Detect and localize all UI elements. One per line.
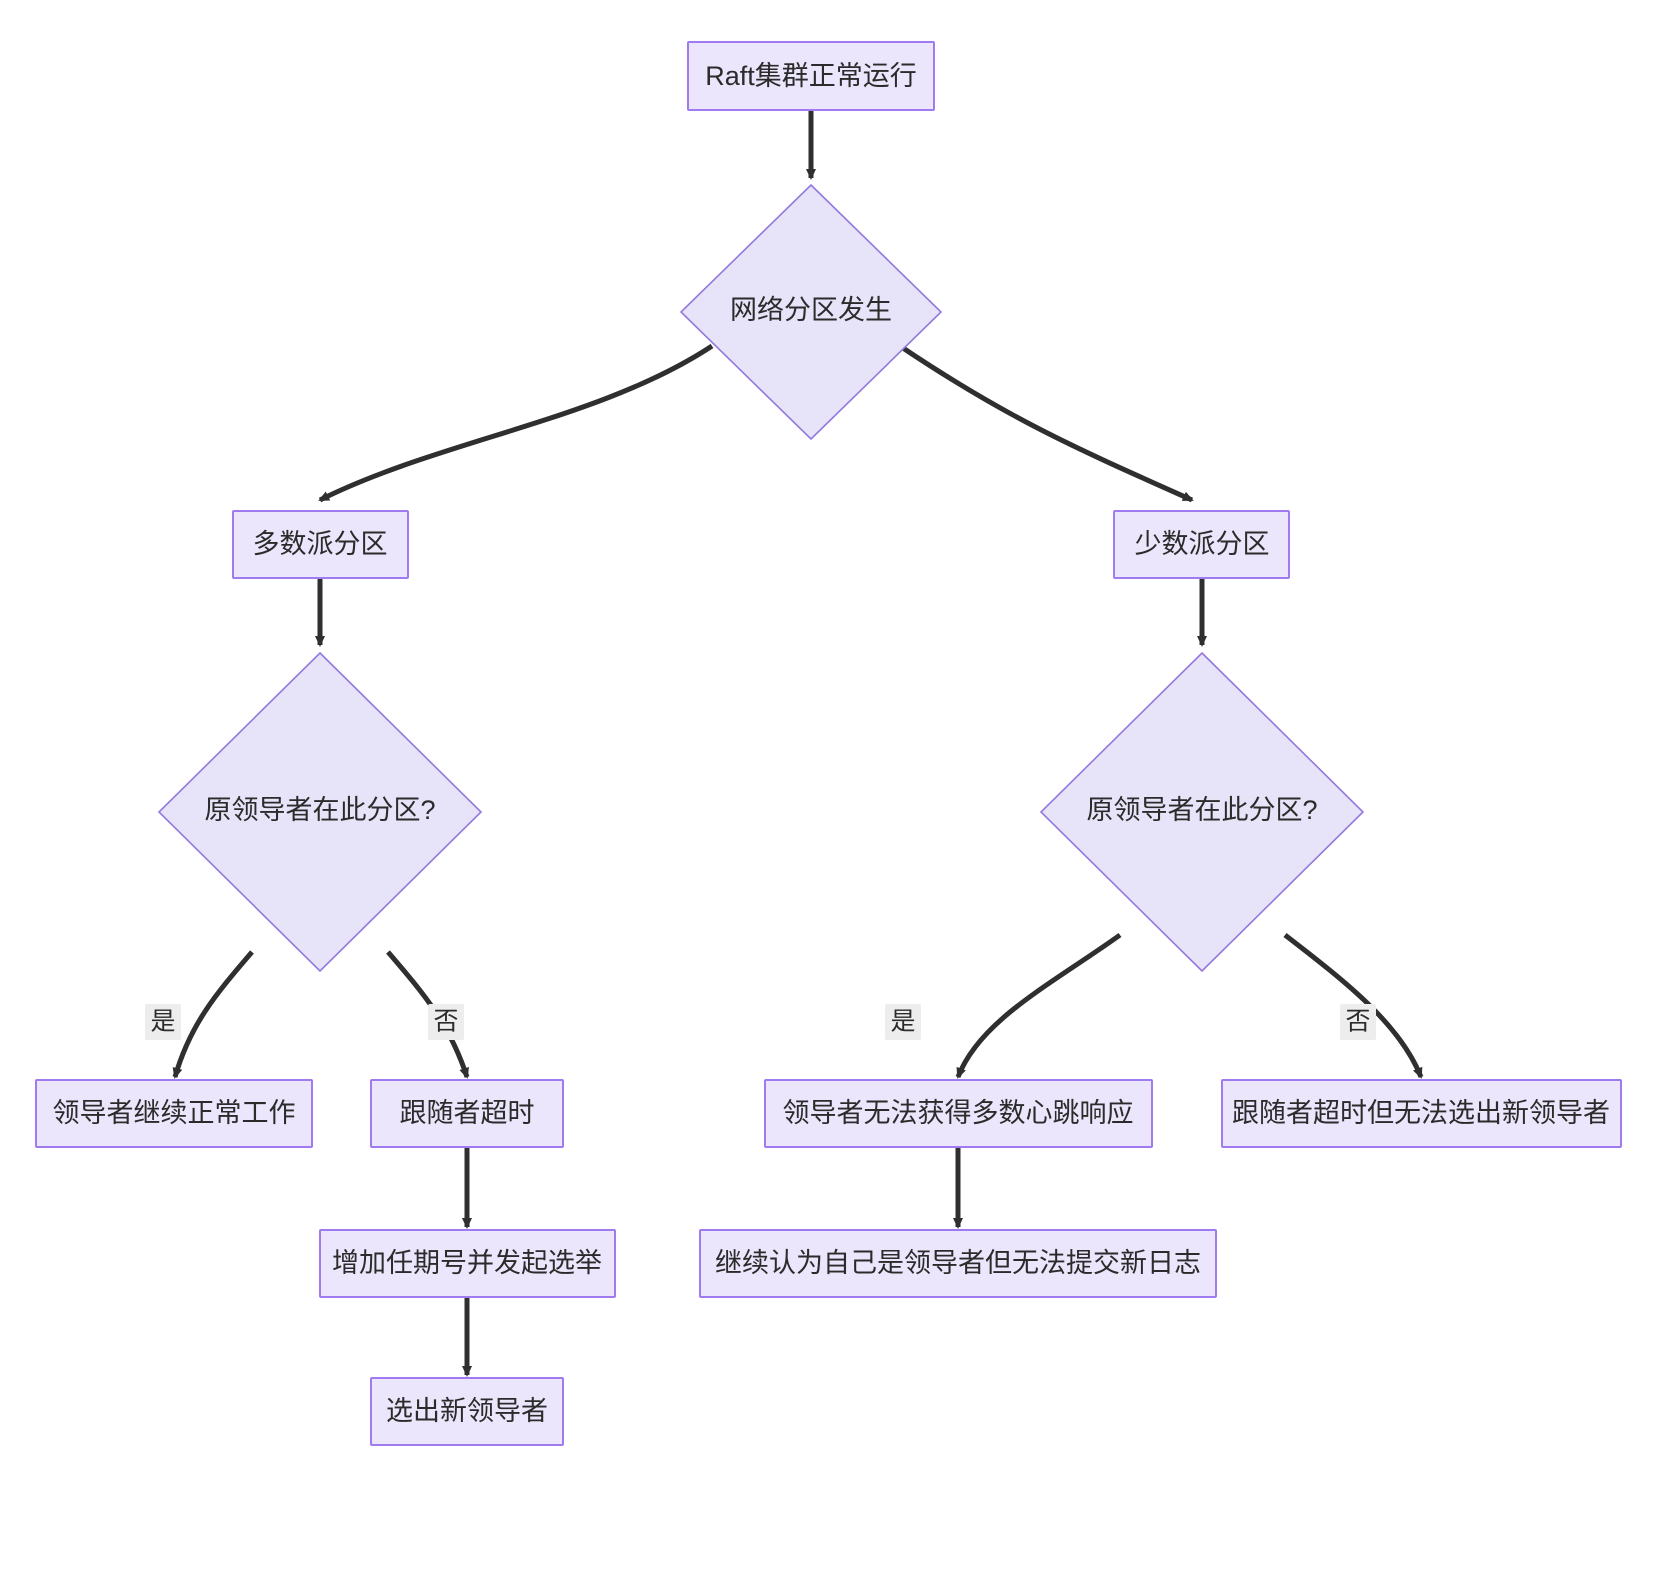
node-label: 领导者无法获得多数心跳响应 xyxy=(783,1098,1134,1128)
node-label: 原领导者在此分区? xyxy=(1086,795,1317,825)
edge-n2-n4 xyxy=(898,343,1194,503)
node-leader-in-partition-left[interactable]: 原领导者在此分区? xyxy=(157,651,483,973)
node-label: 多数派分区 xyxy=(253,529,388,559)
node-label: 增加任期号并发起选举 xyxy=(332,1248,602,1278)
node-label: 网络分区发生 xyxy=(730,295,892,325)
edge-label-text: 是 xyxy=(890,1008,915,1036)
node-label: 原领导者在此分区? xyxy=(204,795,435,825)
node-label: 跟随者超时但无法选出新领导者 xyxy=(1232,1098,1610,1128)
edge-label-text: 否 xyxy=(1345,1008,1370,1036)
edge-n6-n9 xyxy=(955,932,1122,1079)
node-label: Raft集群正常运行 xyxy=(705,61,917,91)
edge-label-yes-left: 是 xyxy=(145,1004,181,1040)
edge-label-text: 是 xyxy=(150,1008,175,1036)
node-still-leader-cannot-commit[interactable]: 继续认为自己是领导者但无法提交新日志 xyxy=(699,1229,1217,1298)
edge-label-no-left: 否 xyxy=(428,1004,464,1040)
node-raft-cluster-normal[interactable]: Raft集群正常运行 xyxy=(687,41,935,111)
node-follower-timeout-no-new-leader[interactable]: 跟随者超时但无法选出新领导者 xyxy=(1221,1079,1622,1148)
edge-label-group: 是 否 是 否 xyxy=(145,1004,1376,1040)
node-label: 选出新领导者 xyxy=(386,1396,548,1426)
node-leader-in-partition-right[interactable]: 原领导者在此分区? xyxy=(1039,651,1365,973)
node-majority-partition[interactable]: 多数派分区 xyxy=(232,510,409,579)
edge-label-yes-right: 是 xyxy=(885,1004,921,1040)
node-label: 跟随者超时 xyxy=(400,1098,535,1128)
edge-n2-n3 xyxy=(318,343,714,503)
node-minority-partition[interactable]: 少数派分区 xyxy=(1113,510,1290,579)
node-new-leader-elected[interactable]: 选出新领导者 xyxy=(370,1377,564,1446)
node-label: 少数派分区 xyxy=(1135,529,1270,559)
node-network-partition-occurs[interactable]: 网络分区发生 xyxy=(679,183,943,441)
node-leader-continues-normally[interactable]: 领导者继续正常工作 xyxy=(35,1079,313,1148)
node-label: 领导者继续正常工作 xyxy=(53,1098,296,1128)
edge-label-no-right: 否 xyxy=(1340,1004,1376,1040)
node-leader-no-majority-heartbeat[interactable]: 领导者无法获得多数心跳响应 xyxy=(764,1079,1153,1148)
node-increment-term-start-election[interactable]: 增加任期号并发起选举 xyxy=(319,1229,616,1298)
node-label: 继续认为自己是领导者但无法提交新日志 xyxy=(715,1248,1201,1278)
edge-n5-n7 xyxy=(172,950,254,1079)
edge-label-text: 否 xyxy=(433,1008,458,1036)
node-follower-timeout[interactable]: 跟随者超时 xyxy=(370,1079,564,1148)
